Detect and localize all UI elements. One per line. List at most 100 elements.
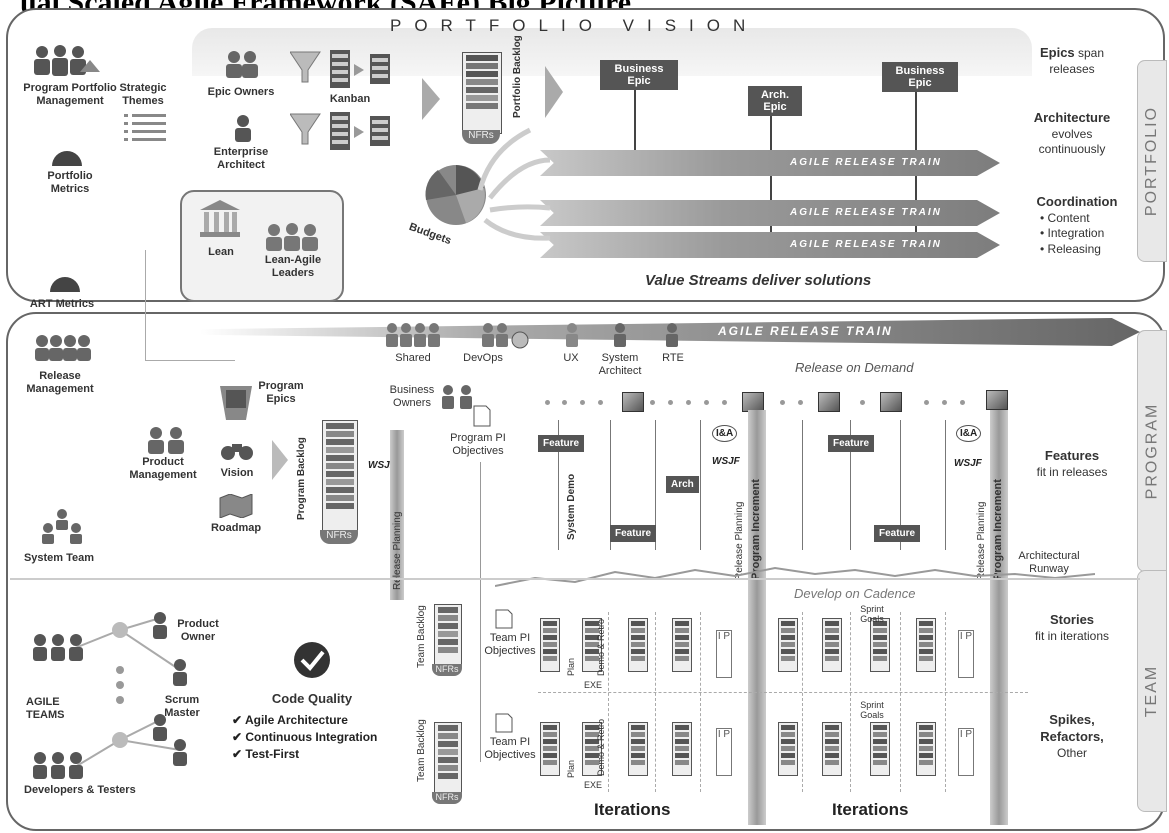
release-dot	[924, 400, 929, 405]
shared-label: Shared	[395, 352, 431, 364]
stories-note: Stories fit in iterations	[1022, 612, 1122, 644]
coordination-item-2-label: Integration	[1047, 226, 1105, 241]
art-metrics-label: ART Metrics	[29, 298, 95, 310]
iteration-mini-backlog	[778, 618, 798, 672]
spikes-note-rest: Other	[1056, 745, 1087, 760]
feature-vline-3	[655, 420, 656, 550]
iteration-mini-backlog	[672, 722, 692, 776]
pi-column-2	[990, 410, 1008, 825]
release-dot	[722, 400, 727, 405]
portfolio-backlog-label: Portfolio Backlog	[512, 35, 523, 118]
demo-retro-label-2: Demo & Retro	[596, 718, 606, 776]
features-note-head: Features	[1044, 448, 1100, 463]
coordination-note-head: Coordination	[1036, 194, 1118, 209]
roadmap-icon	[219, 494, 253, 518]
ia-icon-2: I&A	[956, 425, 982, 442]
plan-label-2: Plan	[566, 759, 576, 778]
wsjf-label-3: WSJF	[954, 458, 982, 469]
architecture-note-head: Architecture	[1033, 110, 1111, 125]
iteration-col-4	[802, 612, 803, 792]
portfolio-tab: PORTFOLIO	[1137, 60, 1167, 262]
team-pi-objectives-label-1: Team PI Objectives	[484, 632, 536, 657]
program-nfrs-badge: NFRs	[320, 530, 358, 544]
scrum-master-label: Scrum Master	[164, 694, 200, 719]
shared-people-icon	[386, 323, 440, 347]
practice-item-2-label: Continuous Integration	[245, 730, 378, 744]
strategic-themes-label: Strategic Themes	[119, 82, 167, 107]
team-backlog-label-2: Team Backlog	[416, 719, 427, 782]
release-dot	[650, 400, 655, 405]
team-nfrs-badge-1: NFRs	[432, 664, 462, 676]
iteration-mini-backlog	[916, 722, 936, 776]
epic-line-1	[634, 90, 636, 160]
agile-teams-tree	[33, 612, 187, 779]
feature-box-1: Feature	[538, 435, 585, 452]
program-backlog-stack	[322, 420, 358, 532]
team-backlog-stack-2	[434, 722, 462, 794]
chevron-right-icon	[422, 78, 440, 120]
iteration-col-3	[700, 612, 701, 792]
features-note-rest: fit in releases	[1036, 464, 1108, 479]
iteration-mini-backlog	[916, 618, 936, 672]
features-note: Features fit in releases	[1022, 448, 1122, 480]
gauge-icon-2	[50, 277, 80, 292]
devops-icon	[482, 323, 529, 349]
iteration-mini-backlog	[672, 618, 692, 672]
release-cube-2	[742, 392, 764, 412]
iteration-col-1	[608, 612, 609, 792]
iteration-mini-backlog	[582, 618, 602, 672]
leaders-icon	[266, 223, 318, 251]
practice-item-3: ✔ Test-First	[232, 747, 300, 761]
exe-label-2: EXE	[583, 780, 602, 790]
list-icon	[124, 114, 166, 141]
enterprise-architect-icon	[235, 115, 251, 142]
architecture-note: Architecture evolves continuously	[1022, 110, 1122, 158]
people-group-icon	[34, 45, 100, 76]
portfolio-train-2-label: AGILE RELEASE TRAIN	[790, 207, 942, 218]
practice-item-3-label: Test-First	[245, 747, 300, 761]
connector-line	[145, 250, 146, 360]
release-dot	[798, 400, 803, 405]
portfolio-train-3-label: AGILE RELEASE TRAIN	[790, 239, 942, 250]
product-mgmt-icon	[148, 427, 184, 454]
code-quality-label: Code Quality	[271, 691, 353, 706]
exe-label-1: EXE	[583, 680, 602, 690]
coordination-item-1-label: Content	[1047, 210, 1090, 225]
coordination-item-2: • Integration	[1040, 226, 1105, 241]
team-pi-objectives-label-2: Team PI Objectives	[484, 736, 536, 761]
release-cube-1	[622, 392, 644, 412]
iteration-mini-backlog	[540, 722, 560, 776]
practice-item-2: ✔ Continuous Integration	[232, 730, 378, 744]
portfolio-nfrs-badge: NFRs	[462, 130, 500, 144]
roadmap-label: Roadmap	[210, 522, 262, 534]
demo-retro-label-1: Demo & Retro	[596, 618, 606, 676]
release-mgmt-icon	[35, 335, 91, 361]
wsjf-label-2: WSJF	[712, 456, 740, 467]
feature-vline-8	[945, 420, 946, 550]
system-team-icon	[42, 509, 82, 544]
release-dot	[580, 400, 585, 405]
practice-item-1: ✔ Agile Architecture	[232, 713, 348, 727]
release-dot	[562, 400, 567, 405]
iteration-col-6	[900, 612, 901, 792]
stories-note-rest: fit in iterations	[1034, 628, 1110, 643]
coordination-item-3: • Releasing	[1040, 242, 1101, 257]
temple-icon	[200, 200, 240, 237]
portfolio-train-1-label: AGILE RELEASE TRAIN	[790, 157, 942, 168]
team-tab-label: TEAM	[1143, 664, 1161, 718]
ux-person-icon	[566, 323, 578, 347]
release-dot	[668, 400, 673, 405]
practice-item-1-label: Agile Architecture	[244, 713, 348, 727]
product-owner-label: Product Owner	[177, 618, 219, 643]
portfolio-train-1	[540, 150, 1000, 176]
release-dot	[942, 400, 947, 405]
program-tab: PROGRAM	[1137, 330, 1167, 572]
devops-label: DevOps	[463, 352, 503, 364]
develop-on-cadence-label: Develop on Cadence	[794, 586, 916, 601]
team-backlog-stack-1	[434, 604, 462, 666]
sprint-goals-label-2: Sprint Goals	[860, 700, 884, 721]
program-team-divider	[10, 578, 1140, 580]
architecture-note-rest: evolves continuously	[1038, 126, 1106, 157]
code-quality-check-icon	[294, 642, 330, 678]
system-architect-icon	[614, 323, 626, 347]
